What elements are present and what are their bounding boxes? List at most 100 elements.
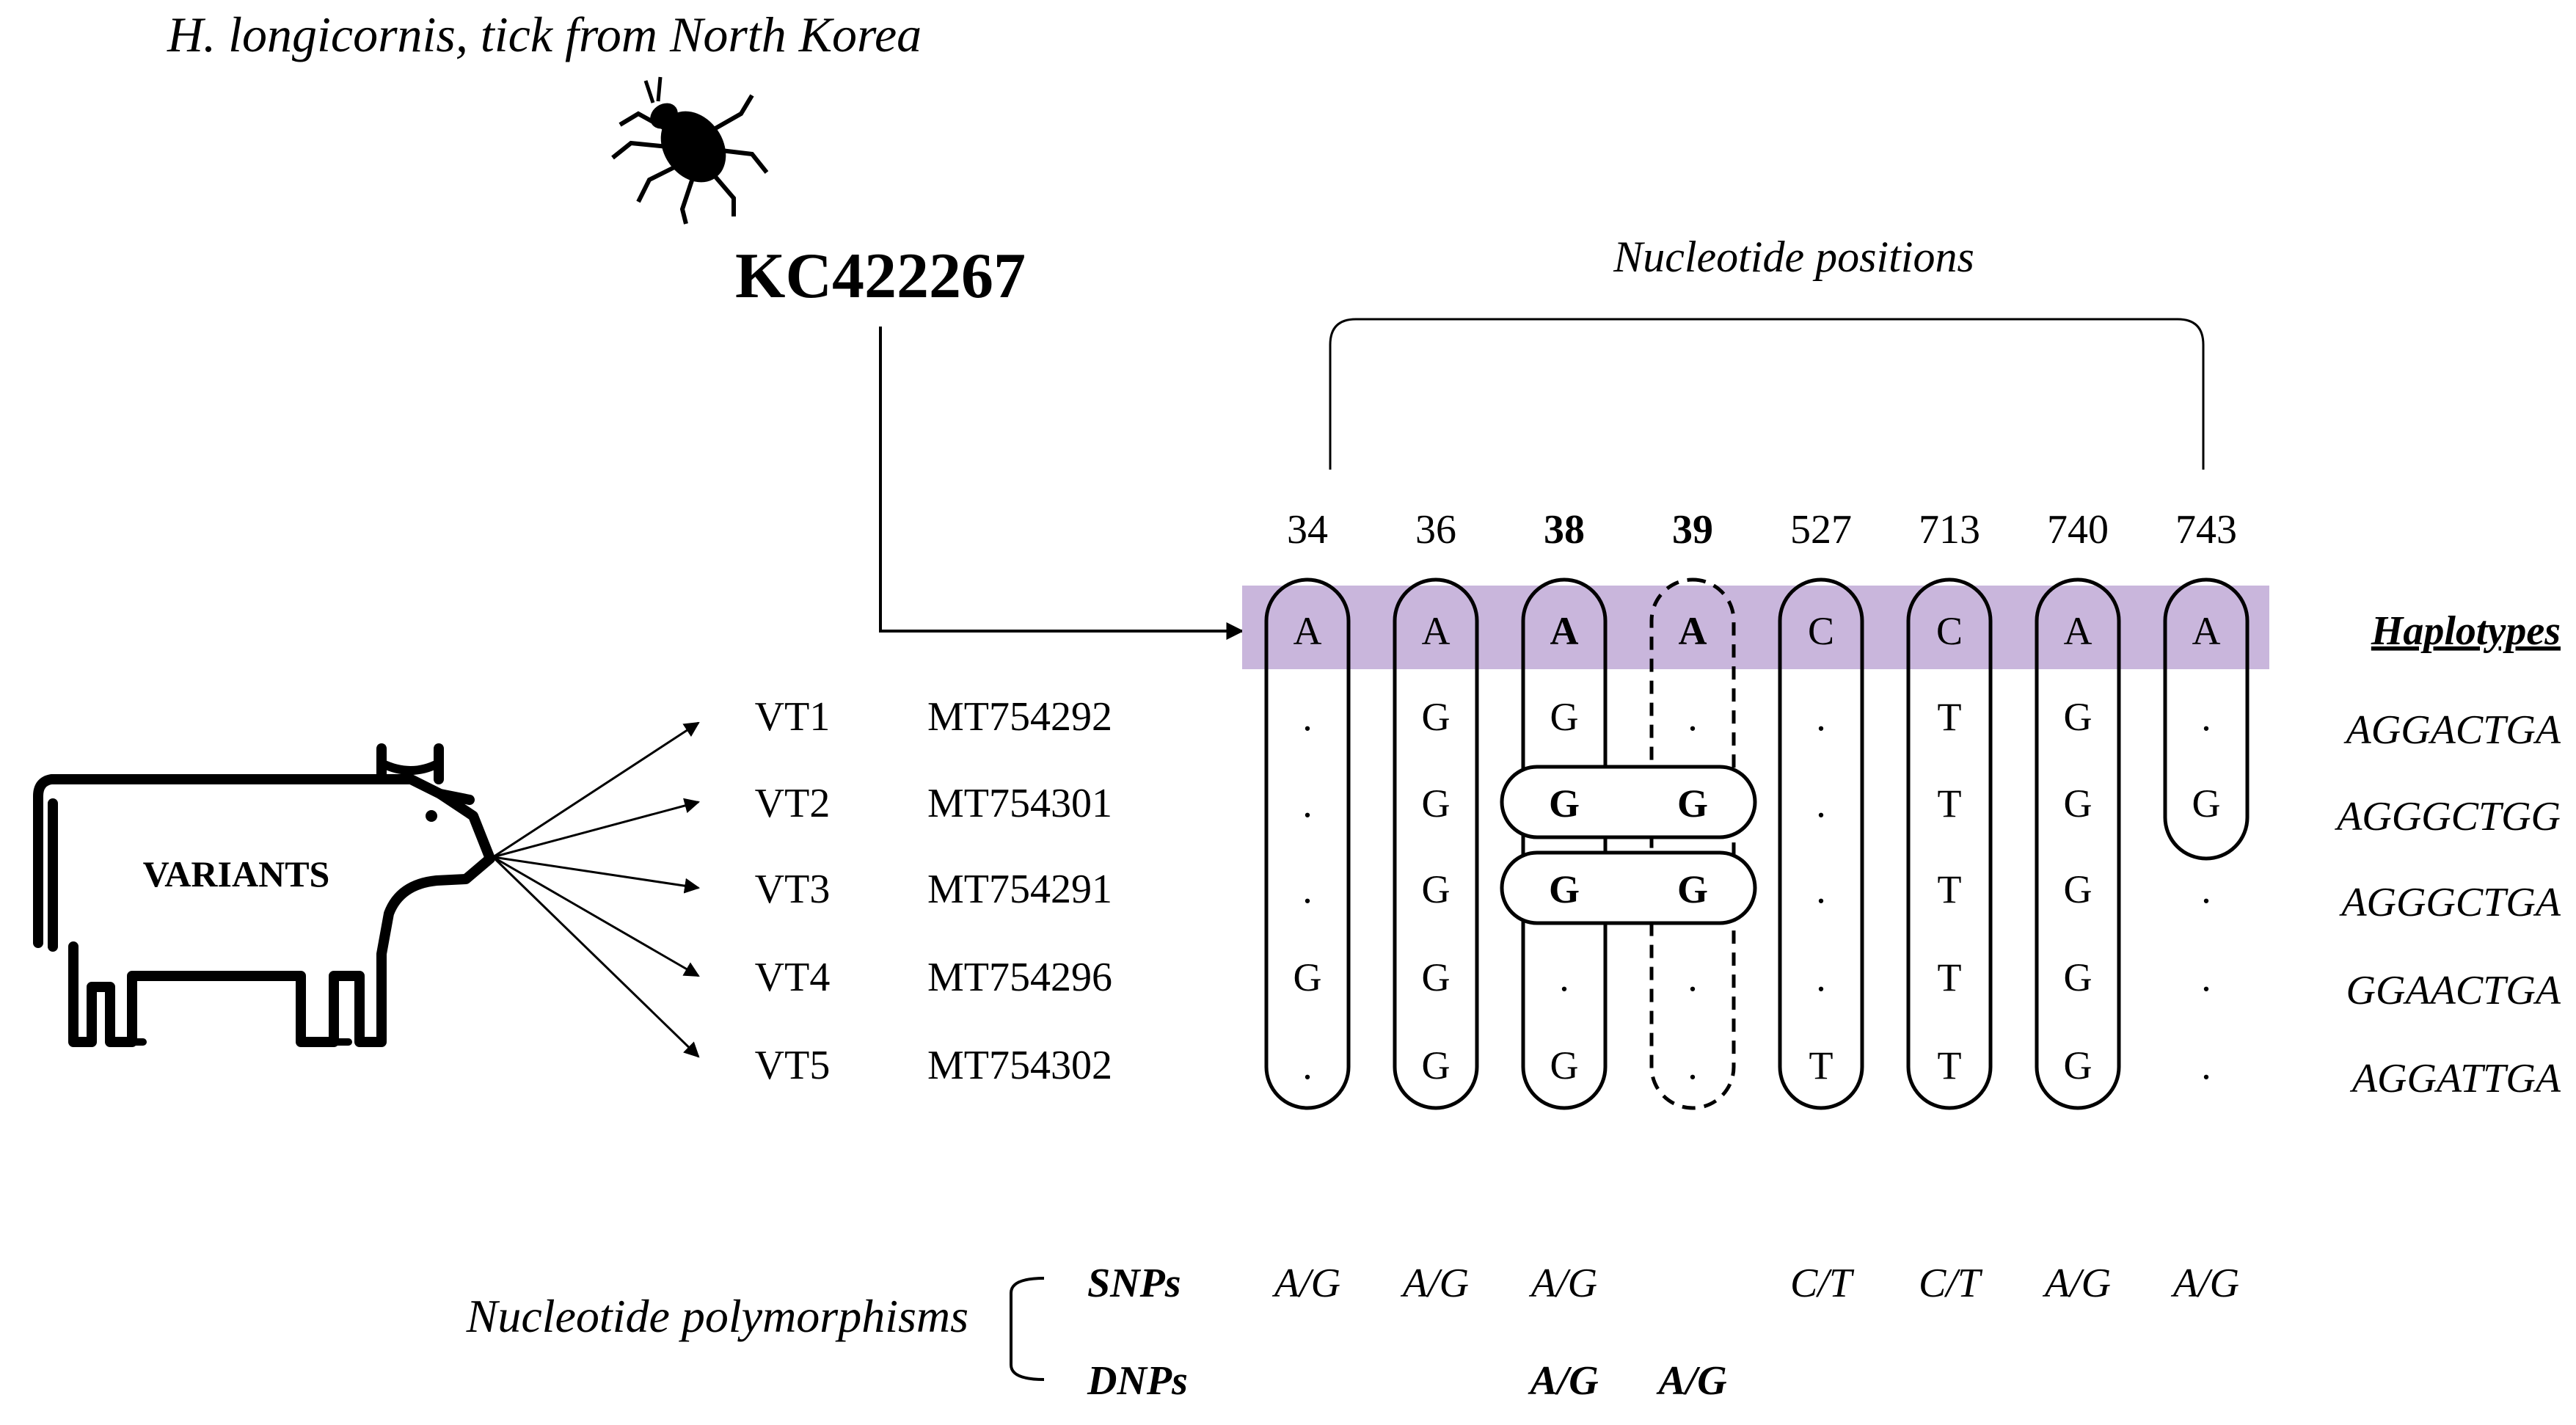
variant-base: T bbox=[1938, 955, 1962, 999]
reference-base: C bbox=[1808, 609, 1834, 653]
dnps-label: DNPs bbox=[1087, 1358, 1188, 1404]
variant-base: G bbox=[1550, 695, 1579, 739]
variant-base: T bbox=[1938, 1043, 1962, 1087]
reference-highlight-band bbox=[1242, 586, 2269, 669]
snp-value: C/T bbox=[1919, 1261, 1983, 1306]
variant-base: G bbox=[1422, 781, 1451, 826]
host-label: VARIANTS bbox=[143, 853, 330, 894]
position-label: 38 bbox=[1544, 507, 1585, 553]
variant-base: . bbox=[1302, 695, 1313, 739]
variant-base: . bbox=[1302, 781, 1313, 826]
variant-base: . bbox=[2201, 695, 2211, 739]
snp-value: C/T bbox=[1790, 1261, 1855, 1306]
column-oval bbox=[1778, 577, 1864, 1110]
variant-base: T bbox=[1938, 867, 1962, 911]
variant-base: . bbox=[1816, 955, 1826, 999]
variant-arrow bbox=[492, 856, 701, 894]
variant-base: G bbox=[1549, 867, 1580, 911]
positions-label: Nucleotide positions bbox=[1613, 233, 1974, 281]
variant-base: G bbox=[1422, 1043, 1451, 1087]
variant-base: . bbox=[1687, 955, 1698, 999]
position-label: 39 bbox=[1672, 507, 1713, 553]
column-oval bbox=[1906, 577, 1993, 1110]
reference-base: A bbox=[2064, 609, 2092, 653]
haplotype-sequence: AGGGCTGA bbox=[2338, 880, 2561, 925]
variant-base: G bbox=[1549, 781, 1580, 826]
column-oval bbox=[1393, 577, 1479, 1110]
variant-base: G bbox=[1550, 1043, 1579, 1087]
variant-base: T bbox=[1938, 781, 1962, 826]
column-oval bbox=[1649, 577, 1736, 1110]
snp-value: A/G bbox=[1271, 1261, 1340, 1306]
position-label: 713 bbox=[1919, 507, 1980, 553]
column-oval bbox=[1264, 577, 1351, 1110]
variant-base: . bbox=[1816, 695, 1826, 739]
dnp-value: A/G bbox=[1656, 1358, 1726, 1404]
variant-arrow bbox=[492, 721, 700, 859]
variant-base: T bbox=[1809, 1043, 1834, 1087]
reference-base: A bbox=[1422, 609, 1451, 653]
variant-base: G bbox=[2064, 1043, 2092, 1087]
variant-base: . bbox=[1687, 1043, 1698, 1087]
polymorphisms-label: Nucleotide polymorphisms bbox=[466, 1290, 968, 1342]
snp-value: A/G bbox=[2042, 1261, 2111, 1306]
variant-accession: MT754301 bbox=[927, 781, 1112, 826]
variant-base: G bbox=[1422, 955, 1451, 999]
variant-base: . bbox=[1816, 867, 1826, 911]
variant-base: G bbox=[2064, 695, 2092, 739]
variant-accession: MT754292 bbox=[927, 694, 1112, 740]
variant-base: G bbox=[1677, 781, 1708, 826]
variant-id: VT4 bbox=[755, 955, 831, 1000]
column-oval bbox=[1521, 577, 1608, 1110]
haplotype-sequence: AGGGCTGG bbox=[2334, 794, 2561, 839]
position-label: 34 bbox=[1287, 507, 1328, 553]
snp-value: A/G bbox=[1528, 1261, 1597, 1306]
variant-base: . bbox=[1687, 695, 1698, 739]
polymorphisms-bracket bbox=[1010, 1277, 1045, 1381]
variant-arrow bbox=[492, 856, 700, 1058]
position-label: 36 bbox=[1415, 507, 1456, 553]
variant-base: . bbox=[2201, 1043, 2211, 1087]
variant-base: T bbox=[1938, 695, 1962, 739]
haplotype-sequence: AGGACTGA bbox=[2343, 707, 2561, 753]
variant-accession: MT754302 bbox=[927, 1043, 1112, 1088]
reference-accession: KC422267 bbox=[735, 241, 1026, 312]
haplotypes-label: Haplotypes bbox=[2371, 608, 2561, 654]
position-label: 527 bbox=[1790, 507, 1852, 553]
haplotype-sequence: GGAACTGA bbox=[2346, 968, 2561, 1013]
snps-label: SNPs bbox=[1087, 1261, 1181, 1306]
variant-base: . bbox=[2201, 955, 2211, 999]
positions-bracket bbox=[1329, 318, 2205, 470]
position-label: 740 bbox=[2047, 507, 2109, 553]
variant-id: VT1 bbox=[755, 694, 831, 740]
dnp-oval bbox=[1500, 765, 1757, 839]
variant-arrow bbox=[492, 856, 700, 977]
tick-icon bbox=[611, 76, 769, 225]
variant-id: VT5 bbox=[755, 1043, 831, 1088]
source-title: H. longicornis, tick from North Korea bbox=[167, 7, 922, 62]
variant-base: . bbox=[1302, 867, 1313, 911]
reference-base: C bbox=[1936, 609, 1963, 653]
column-oval bbox=[2035, 577, 2121, 1110]
variant-base: . bbox=[1816, 781, 1826, 826]
variant-base: . bbox=[1302, 1043, 1313, 1087]
variant-arrow bbox=[492, 798, 701, 859]
variant-id: VT3 bbox=[755, 867, 831, 912]
reference-base: A bbox=[1294, 609, 1322, 653]
dnp-value: A/G bbox=[1528, 1358, 1598, 1404]
variant-base: . bbox=[1559, 955, 1569, 999]
variant-base: G bbox=[2064, 867, 2092, 911]
reference-arrow bbox=[879, 327, 1244, 640]
host-arrows bbox=[492, 721, 701, 1058]
reference-base: A bbox=[1550, 609, 1579, 653]
cow-icon bbox=[33, 743, 495, 1047]
variant-base: G bbox=[2064, 955, 2092, 999]
variant-accession: MT754291 bbox=[927, 867, 1112, 912]
